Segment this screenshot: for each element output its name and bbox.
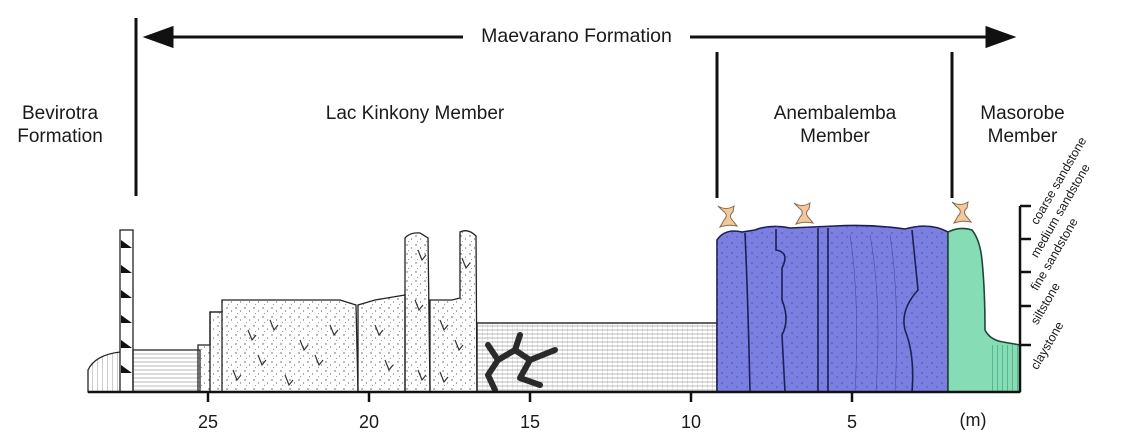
axis-tick-label: 20 bbox=[358, 412, 380, 432]
anembalemba-label-line1: Anembalemba bbox=[773, 103, 897, 124]
axis-tick-label: 15 bbox=[519, 412, 541, 432]
lac-kinkony-member-label: Lac Kinkony Member bbox=[325, 103, 505, 124]
bevirotra-label-line2: Formation bbox=[17, 126, 103, 147]
masorobe-label-line1: Masorobe bbox=[980, 103, 1065, 124]
anembalemba-column bbox=[716, 224, 949, 393]
axis-tick-label: 10 bbox=[680, 412, 702, 432]
bevirotra-label-line1: Bevirotra bbox=[21, 103, 99, 124]
maevarano-formation-label: Maevarano Formation bbox=[481, 25, 672, 47]
fossil-bone-icon bbox=[717, 204, 739, 228]
axis-unit-label: (m) bbox=[959, 410, 987, 430]
axis-tick-label: 5 bbox=[846, 412, 858, 432]
masorobe-column bbox=[947, 227, 1021, 393]
anembalemba-member-label: Anembalemba Member bbox=[745, 102, 925, 148]
anembalemba-label-line2: Member bbox=[800, 126, 870, 147]
masorobe-member-label: Masorobe Member bbox=[965, 102, 1080, 148]
maevarano-arrow bbox=[142, 25, 1017, 49]
thickness-axis bbox=[88, 390, 1020, 402]
bevirotra-formation-label: Bevirotra Formation bbox=[0, 102, 120, 148]
fossil-bone-icon bbox=[951, 200, 973, 224]
fossil-bone-icons bbox=[717, 200, 973, 228]
lac-kinkony-column bbox=[87, 229, 718, 393]
fossil-bone-icon bbox=[793, 201, 815, 225]
masorobe-label-line2: Member bbox=[987, 126, 1058, 147]
axis-tick-label: 25 bbox=[197, 412, 219, 432]
grain-size-scale bbox=[1018, 204, 1031, 392]
formation-boundaries bbox=[134, 18, 954, 198]
